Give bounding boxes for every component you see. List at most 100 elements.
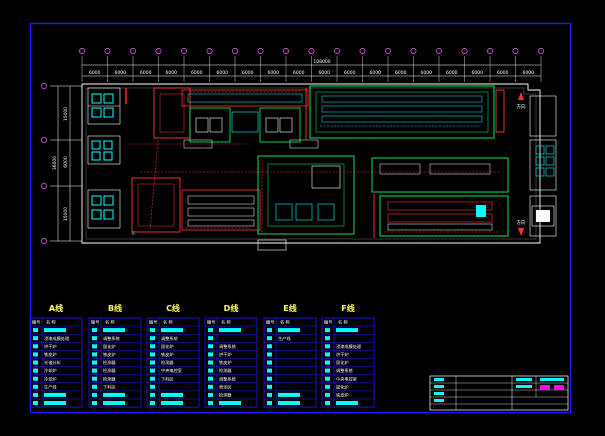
grid-bubble [283, 48, 289, 54]
legend-index-marker [150, 384, 155, 389]
legend-header-name: 名 称 [338, 319, 348, 326]
legend-tables: A线编号名 称浸漆成膜处理烘干炉铁皮炉光谱分析冷却炉冷却炉生产线B线编号名 称调… [29, 303, 375, 408]
legend-header-num: 编号 [324, 319, 332, 326]
legend-item-label: 烘干炉 [44, 343, 57, 350]
legend-index-marker [325, 352, 330, 357]
top-dim-label: 6000 [115, 70, 127, 76]
grid-bubble [385, 48, 391, 54]
grid-bubble [257, 48, 264, 54]
legend-frame [321, 317, 375, 408]
legend-index-marker [208, 344, 213, 349]
legend-index-marker [33, 360, 38, 365]
legend-item-label: 固化炉 [336, 359, 349, 366]
legend-item-bar [161, 401, 183, 405]
legend-item-label: 调整系统 [219, 343, 236, 350]
legend-header-num: 编号 [149, 319, 157, 326]
legend-index-marker [267, 344, 272, 349]
legend-index-marker [325, 384, 330, 389]
legend-index-marker [208, 392, 213, 397]
legend-item-label: 浸漆成膜处理 [336, 343, 362, 350]
legend-item-bar [103, 392, 125, 397]
legend-title: A线 [49, 303, 63, 313]
legend-item-label: 生产线 [44, 383, 57, 390]
legend-index-marker [150, 392, 155, 397]
legend-item-bar [278, 401, 300, 405]
grid-bubble [104, 48, 111, 54]
south-arrow-label: 方向 [517, 219, 526, 226]
legend-index-marker [33, 344, 38, 349]
legend-item-bar [103, 328, 125, 333]
lower-production-zone [131, 155, 355, 251]
legend-frame [146, 317, 200, 408]
grid-bubble [181, 48, 187, 54]
legend-index-marker [33, 328, 38, 333]
top-dim-label: 6000 [344, 70, 356, 76]
legend-item-label: 下料区 [103, 383, 116, 390]
legend-table-1: A线编号名 称浸漆成膜处理烘干炉铁皮炉光谱分析冷却炉冷却炉生产线 [29, 303, 83, 408]
title-block [429, 375, 569, 411]
legend-item-bar [44, 392, 66, 397]
legend-index-marker [150, 336, 155, 341]
legend-item-label: 检测器 [103, 367, 116, 374]
legend-index-marker [150, 352, 155, 357]
legend-header-name: 名 称 [46, 319, 56, 326]
legend-index-marker [267, 368, 272, 373]
legend-item-label: 检测器 [219, 367, 232, 374]
legend-index-marker [150, 376, 155, 381]
legend-index-marker [92, 336, 97, 341]
grid-bubble [232, 48, 238, 54]
legend-index-marker [33, 368, 38, 373]
grid-bubble [538, 48, 544, 54]
top-dim-label: 6000 [446, 70, 458, 76]
right-stairs [535, 145, 555, 177]
legend-item-bar [161, 328, 183, 333]
corner-mark: K [132, 231, 136, 237]
legend-index-marker [267, 352, 272, 357]
legend-index-marker [33, 376, 38, 381]
legend-item-bar [219, 328, 241, 333]
legend-item-label: 调整系统 [336, 367, 353, 374]
legend-title: D线 [224, 303, 239, 313]
legend-item-label: 下料区 [161, 375, 174, 382]
legend-header-num: 编号 [207, 319, 215, 326]
legend-item-label: 铁皮炉 [219, 359, 232, 366]
legend-index-marker [92, 360, 97, 365]
legend-frame [263, 317, 317, 408]
legend-item-label: 光谱分析 [44, 359, 61, 366]
legend-header-name: 名 称 [221, 319, 231, 326]
legend-index-marker [267, 376, 272, 381]
legend-header-num: 编号 [91, 319, 99, 326]
legend-title: F线 [341, 303, 354, 313]
top-dim-label: 6000 [370, 70, 382, 76]
legend-index-marker [325, 401, 330, 405]
legend-item-label: 固化炉 [103, 343, 116, 350]
legend-index-marker [208, 401, 213, 405]
top-dim-label: 6000 [523, 70, 535, 76]
legend-item-label: 中央电控室 [336, 375, 357, 382]
legend-index-marker [325, 376, 330, 381]
left-dim-3: 15000 [63, 207, 69, 221]
conveyor-dashes [130, 91, 500, 233]
legend-index-marker [208, 384, 213, 389]
grid-bubble [79, 48, 85, 54]
legend-item-label: 浸漆成膜处理 [44, 335, 70, 342]
grid-column-lines [79, 48, 544, 82]
grid-bubble [436, 48, 442, 54]
legend-index-marker [92, 368, 97, 373]
lower-right-line [371, 157, 509, 238]
legend-index-marker [92, 401, 97, 405]
legend-item-label: 检测器 [103, 359, 116, 366]
legend-index-marker [150, 344, 155, 349]
legend-item-label: 检测器 [103, 375, 116, 382]
legend-index-marker [208, 352, 213, 357]
legend-item-label: 调整系统 [103, 335, 120, 342]
top-dim-label: 6000 [472, 70, 484, 76]
legend-index-marker [92, 352, 97, 357]
left-total-dim: 36000 [52, 156, 58, 170]
legend-header-name: 名 称 [163, 319, 173, 326]
building-outline [81, 83, 541, 244]
building-inner-wall [85, 87, 537, 240]
legend-index-marker [267, 401, 272, 405]
legend-index-marker [267, 392, 272, 397]
grid-bubble [487, 48, 493, 54]
